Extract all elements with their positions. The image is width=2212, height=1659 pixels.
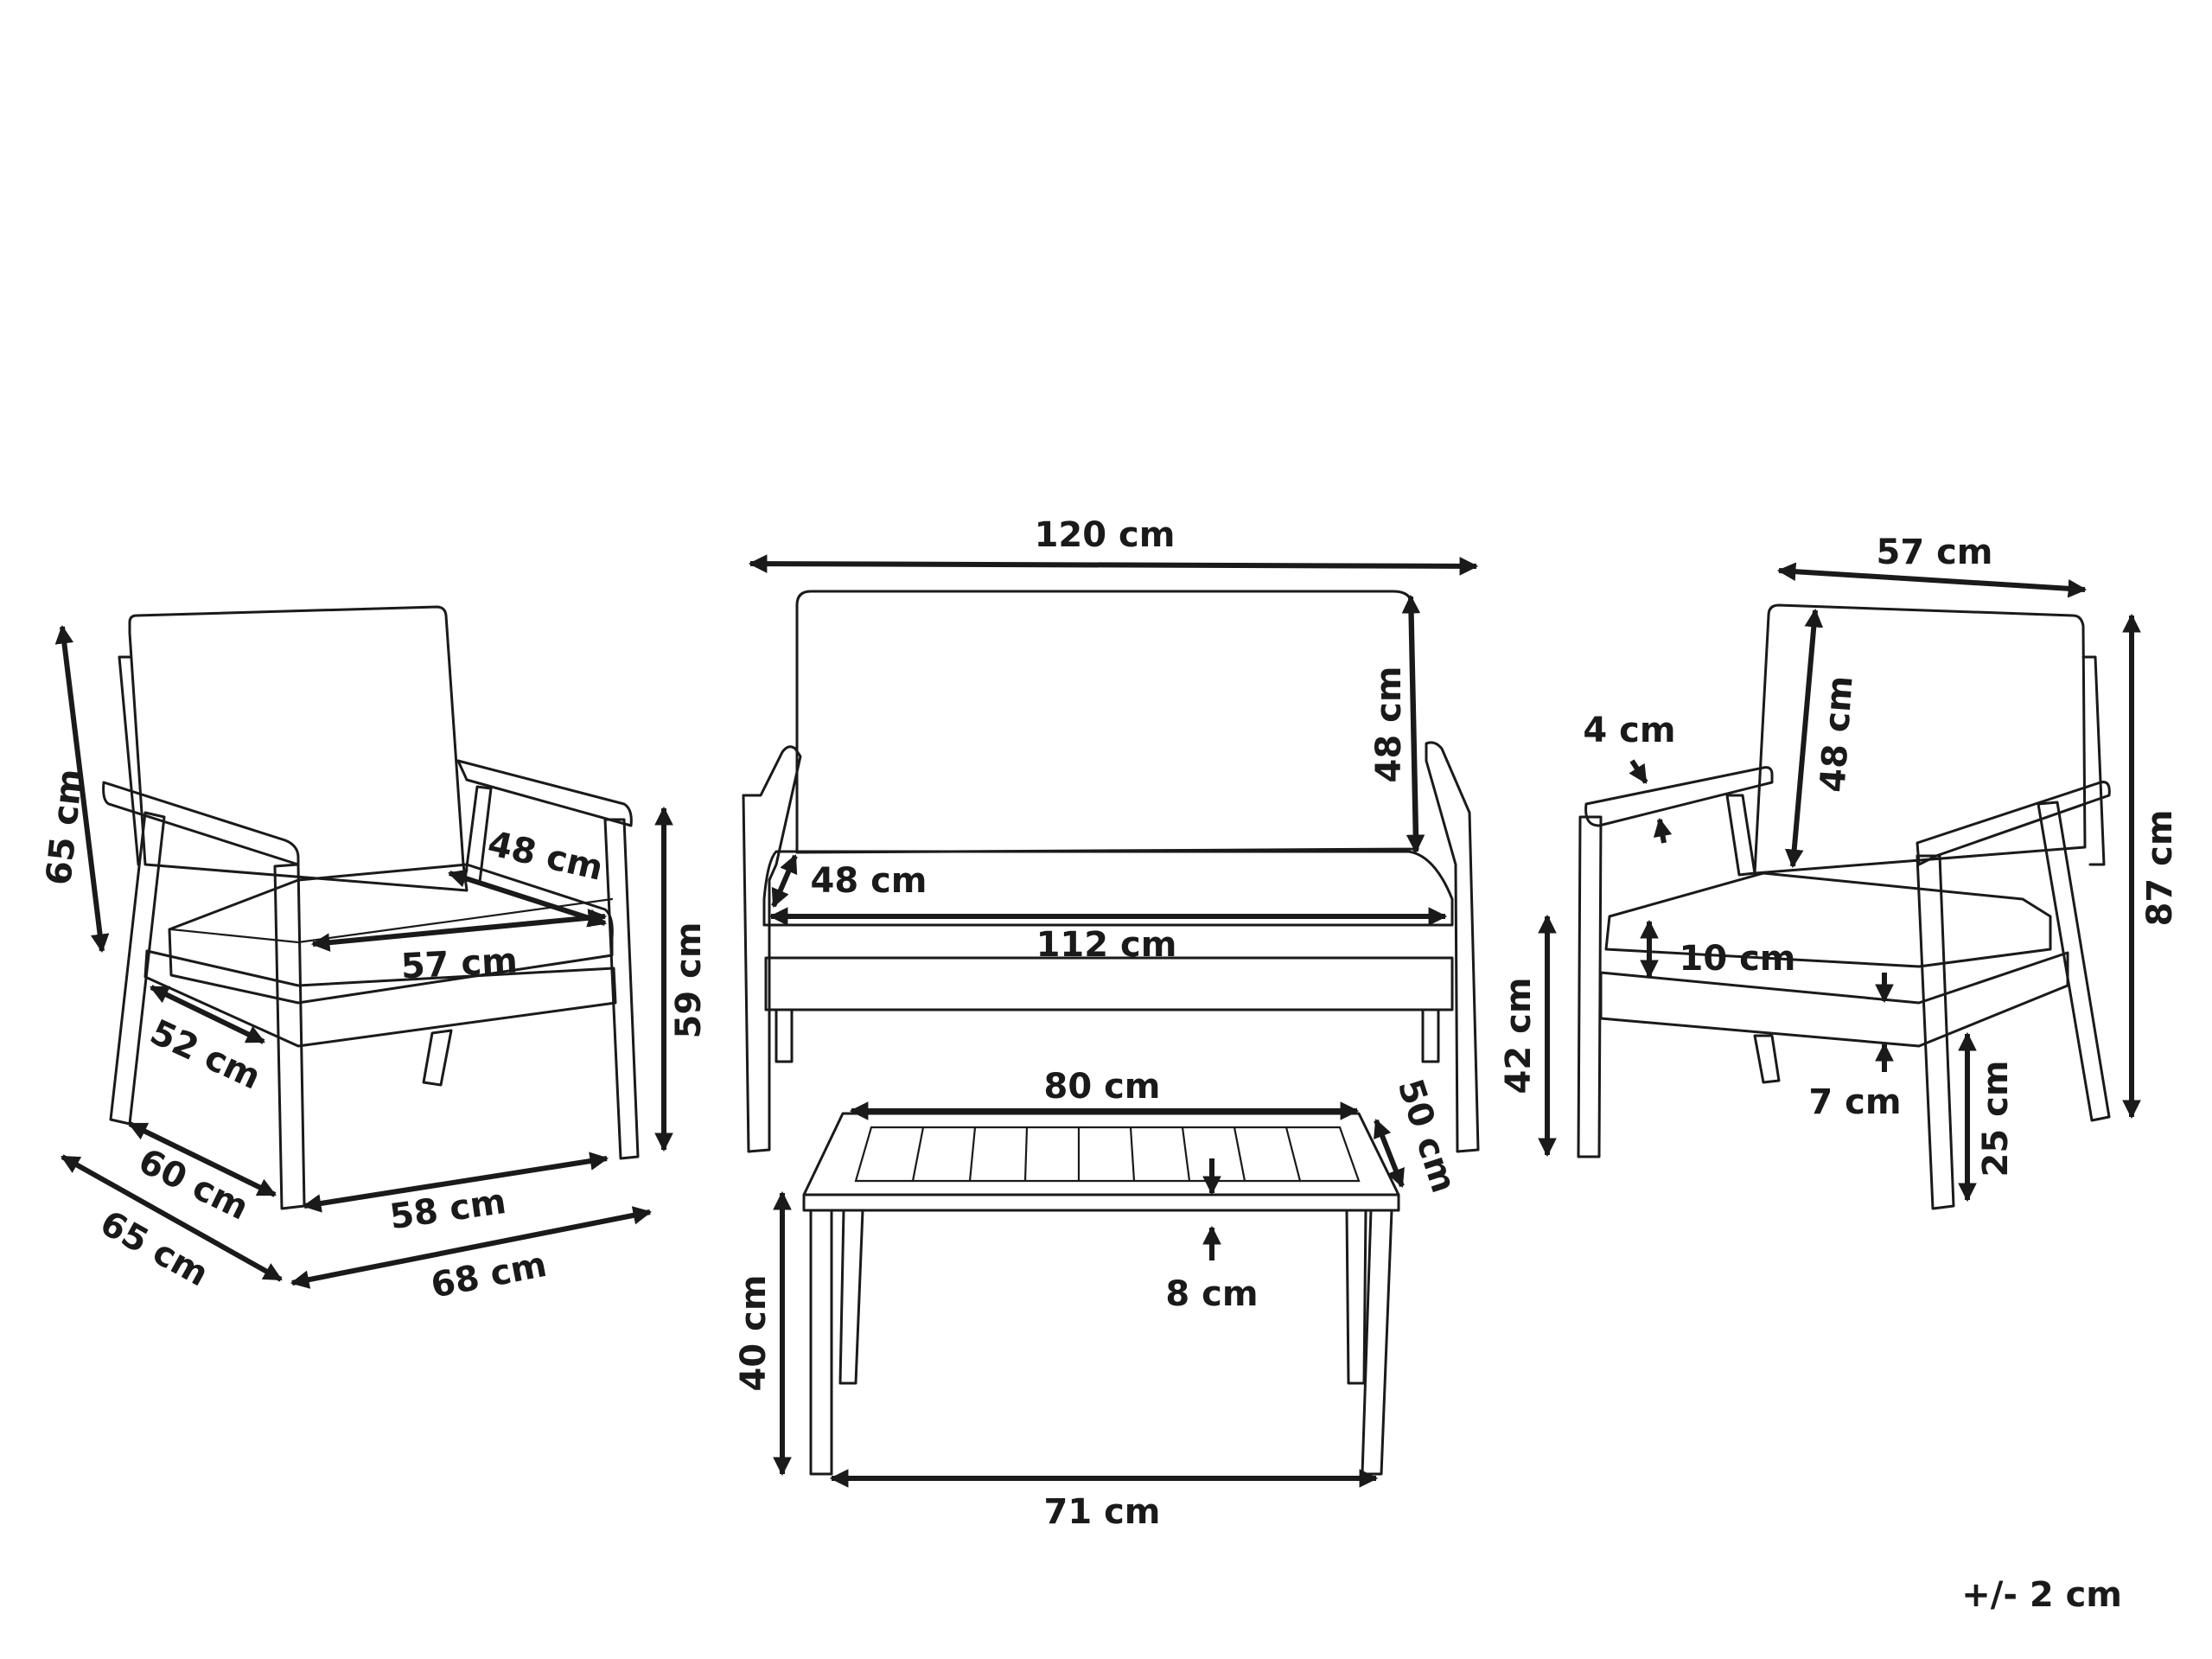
sofa-seat-frame bbox=[764, 956, 1454, 1011]
armchair-left-dimensions: 65 cm 48 cm 57 cm 59 cm 52 cm 60 cm 58 c… bbox=[39, 624, 709, 1306]
sofa-drawing bbox=[742, 590, 1480, 1153]
sofa-arm-left bbox=[742, 745, 802, 1153]
dim-label-right-57: 57 cm bbox=[1877, 533, 1993, 572]
dim-label-table-40: 40 cm bbox=[734, 1275, 774, 1392]
dim-line-left-65-depth bbox=[61, 1154, 283, 1282]
dim-line-sofa-48-back bbox=[1401, 594, 1425, 854]
table-leg-rear-left bbox=[838, 1209, 864, 1385]
armchair-right-seat-frame bbox=[1599, 951, 2069, 1048]
dim-line-right-57 bbox=[1776, 562, 2088, 598]
sofa-dimensions: 120 cm 48 cm 48 cm 112 cm bbox=[748, 515, 1479, 965]
dim-line-sofa-48-seat bbox=[771, 854, 798, 908]
dim-label-right-7: 7 cm bbox=[1808, 1082, 1901, 1122]
dim-line-left-58 bbox=[302, 1152, 609, 1213]
dim-label-sofa-112: 112 cm bbox=[1036, 925, 1177, 965]
dim-label-right-42: 42 cm bbox=[1499, 978, 1539, 1094]
dim-label-sofa-48-back: 48 cm bbox=[1369, 667, 1409, 783]
dim-label-right-87: 87 cm bbox=[2140, 810, 2180, 927]
dim-label-left-52: 52 cm bbox=[144, 1012, 267, 1098]
table-slats bbox=[911, 1126, 1302, 1183]
dim-label-right-48: 48 cm bbox=[1813, 674, 1860, 794]
armchair-left-rear-short-leg bbox=[422, 1029, 453, 1087]
armchair-right-dimensions: 57 cm 48 cm 4 cm 87 cm 10 cm 42 cm 7 cm … bbox=[1499, 533, 2180, 1203]
dim-line-right-48 bbox=[1784, 608, 1824, 869]
armchair-left-back-frame bbox=[118, 655, 140, 866]
armchair-right-rear-leg bbox=[2037, 801, 2111, 1122]
sofa-seat-cushion bbox=[762, 850, 1454, 927]
sofa-front-leg-left bbox=[775, 1008, 794, 1063]
dim-line-sofa-120 bbox=[748, 554, 1479, 576]
dim-line-left-52 bbox=[150, 985, 265, 1044]
dim-line-right-4-top bbox=[1629, 759, 1648, 784]
dim-line-left-68 bbox=[290, 1206, 653, 1289]
dim-label-left-59-height: 59 cm bbox=[669, 922, 709, 1039]
armchair-left-back-cushion bbox=[128, 605, 469, 892]
armchair-right-arm-right bbox=[1916, 781, 2111, 866]
armchair-right-rear-short-leg bbox=[1725, 794, 1756, 877]
armchair-right-drawing bbox=[1577, 603, 2111, 1210]
armchair-left-arm-right bbox=[456, 759, 633, 827]
dim-label-sofa-120: 120 cm bbox=[1035, 515, 1176, 555]
dim-line-left-65-height bbox=[54, 624, 110, 954]
dim-label-right-25: 25 cm bbox=[1976, 1061, 2016, 1177]
dim-line-table-50 bbox=[1374, 1118, 1405, 1189]
dim-label-table-80: 80 cm bbox=[1044, 1067, 1161, 1107]
dim-label-right-10: 10 cm bbox=[1680, 939, 1796, 979]
armchair-right-seat-cushion bbox=[1604, 871, 2052, 968]
coffee-table-drawing bbox=[802, 1112, 1400, 1476]
dim-label-sofa-48-seat: 48 cm bbox=[811, 861, 928, 901]
dim-label-left-65-depth: 65 cm bbox=[93, 1203, 214, 1295]
armchair-right-back-frame bbox=[2081, 655, 2106, 866]
armchair-left-seat-frame bbox=[143, 949, 617, 1048]
dim-label-left-57-width: 57 cm bbox=[400, 941, 519, 987]
table-leg-rear-right bbox=[1345, 1209, 1367, 1385]
sofa-front-leg-right bbox=[1421, 1008, 1440, 1063]
tolerance-note: +/- 2 cm bbox=[1961, 1575, 2122, 1615]
coffee-table-dimensions: 80 cm 50 cm 8 cm 40 cm 71 cm bbox=[734, 1067, 1463, 1532]
armchair-right-front-leg-right bbox=[1916, 854, 1955, 1210]
dim-label-table-71: 71 cm bbox=[1044, 1492, 1161, 1532]
dim-label-right-4: 4 cm bbox=[1583, 711, 1675, 750]
sofa-back-cushion bbox=[795, 590, 1419, 854]
dim-label-left-48-depth: 48 cm bbox=[484, 824, 607, 889]
table-leg-front-left bbox=[809, 1209, 833, 1476]
dim-line-right-4-bottom bbox=[1653, 817, 1673, 844]
dim-line-left-57-width bbox=[310, 909, 608, 952]
table-top bbox=[802, 1112, 1400, 1196]
table-leg-front-right bbox=[1361, 1209, 1393, 1476]
sofa-arm-right bbox=[1425, 741, 1480, 1153]
dim-label-left-65-height: 65 cm bbox=[39, 767, 91, 887]
armchair-right-rear-foot bbox=[1753, 1034, 1781, 1084]
armchair-right-front-leg-left bbox=[1577, 815, 1603, 1158]
armchair-left-right-leg bbox=[603, 818, 640, 1160]
armchair-right-back-cushion bbox=[1753, 603, 2087, 875]
table-slat-frame bbox=[854, 1126, 1361, 1183]
dim-label-table-8: 8 cm bbox=[1165, 1274, 1258, 1314]
table-top-edge bbox=[802, 1193, 1400, 1212]
